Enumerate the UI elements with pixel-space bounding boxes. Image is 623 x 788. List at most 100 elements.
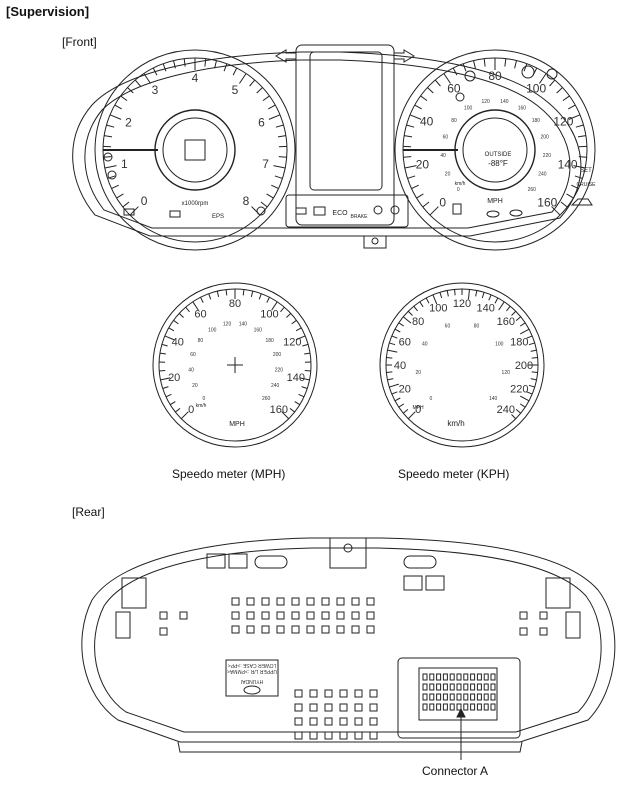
speedo-tick — [404, 165, 417, 169]
connector-pin — [422, 683, 428, 691]
speedo-ticks — [403, 58, 587, 216]
rear-socket — [246, 625, 255, 634]
rear-right-slot — [565, 611, 581, 639]
tacho-ticks — [103, 58, 287, 216]
seatbelt-center-icon — [373, 205, 383, 215]
rear-socket — [354, 731, 363, 740]
mph-tick — [225, 289, 228, 296]
mph-inner-number: 140 — [239, 322, 248, 328]
speedo-tick — [411, 184, 419, 189]
rear-socket — [351, 611, 360, 620]
kph-tick — [519, 328, 530, 335]
rear-socket — [366, 625, 375, 634]
connector-pin — [449, 703, 455, 711]
rear-socket — [159, 611, 168, 620]
speedo-tick — [443, 73, 451, 84]
rear-socket — [306, 625, 315, 634]
tacho-tick — [152, 67, 158, 76]
rear-socket — [324, 731, 333, 740]
tacho-tick — [127, 87, 134, 94]
kph-tick — [454, 289, 456, 296]
tacho-tick — [134, 79, 141, 87]
kph-tick — [494, 297, 499, 304]
rear-top-screw — [343, 543, 353, 553]
kph-tick — [519, 403, 526, 408]
tacho-tick — [232, 67, 238, 76]
mph-tick — [266, 297, 270, 303]
mph-tick — [295, 335, 306, 341]
kph-tick — [387, 378, 394, 381]
speedo-tick — [549, 79, 556, 87]
tacho-tick — [260, 201, 268, 208]
rear-socket — [339, 703, 348, 712]
mph-ticks — [159, 289, 311, 420]
kph-tick — [528, 384, 535, 388]
mph-inner-number: 20 — [192, 383, 198, 389]
mph-tick — [161, 343, 168, 347]
tacho-tick — [120, 95, 128, 102]
tacho-number: 5 — [232, 83, 239, 97]
rear-socket — [324, 689, 333, 698]
speedo-inner-number: 220 — [543, 153, 552, 159]
tacho-tick — [104, 135, 113, 138]
rear-right-bulb-2 — [425, 575, 445, 591]
connector-pin — [463, 693, 469, 701]
speedo-outer-number: 40 — [420, 115, 434, 129]
kph-inner-number: 60 — [445, 323, 451, 329]
connector-pin — [476, 703, 482, 711]
mph-tick — [185, 306, 190, 313]
rear-socket — [519, 611, 528, 620]
connector-pin — [470, 703, 476, 711]
connector-pin — [449, 693, 455, 701]
speedo-tick — [566, 193, 574, 199]
mph-tick — [242, 289, 245, 296]
brake-warning-icon — [256, 206, 266, 216]
kph-tick — [506, 305, 511, 312]
cruise-car-icon — [570, 198, 593, 206]
rear-socket — [369, 689, 378, 698]
tacho-tick — [277, 135, 286, 138]
connector-a-label: Connector A — [422, 764, 489, 778]
mph-tick — [160, 377, 171, 381]
connector-pin — [470, 693, 476, 701]
kph-outer-number: 100 — [429, 303, 447, 315]
kph-outer-number: 80 — [412, 316, 424, 328]
connector-pin — [456, 703, 462, 711]
rear-socket — [291, 625, 300, 634]
speedo-hub-inner — [462, 117, 528, 183]
battery-warning-icon — [169, 210, 181, 218]
rear-socket — [351, 625, 360, 634]
kph-tick — [467, 289, 470, 300]
mph-tick — [178, 313, 184, 318]
tacho-outer-ring — [94, 49, 296, 251]
rear-label-sticker — [225, 659, 279, 697]
mph-tick — [200, 297, 204, 303]
connector-pin — [463, 683, 469, 691]
speedo-outer-number: 80 — [488, 69, 502, 83]
mph-inner-number: 80 — [198, 338, 204, 344]
connector-pin — [442, 673, 448, 681]
speedo-tick — [539, 73, 547, 84]
connector-pin — [483, 693, 489, 701]
tacho-number: 4 — [192, 71, 199, 85]
rear-socket — [321, 611, 330, 620]
rear-socket — [276, 611, 285, 620]
mph-tick — [173, 319, 179, 325]
tacho-number: 2 — [125, 115, 132, 129]
rear-socket — [339, 717, 348, 726]
rear-outline-outer — [81, 537, 616, 743]
speedo-tick — [573, 165, 586, 169]
tacho-tick — [116, 193, 124, 199]
rear-outline-inner — [94, 547, 602, 733]
connector-a-leader-arrow — [456, 707, 466, 718]
kph-outer-number: 200 — [515, 360, 533, 372]
mph-outer-number: 0 — [188, 404, 194, 416]
kph-outer-number: 160 — [497, 316, 515, 328]
kph-tick — [398, 403, 405, 408]
kph-tick — [419, 301, 424, 308]
speedo-inner-number: 20 — [445, 171, 451, 177]
speedo-inner-number: 120 — [481, 99, 490, 105]
